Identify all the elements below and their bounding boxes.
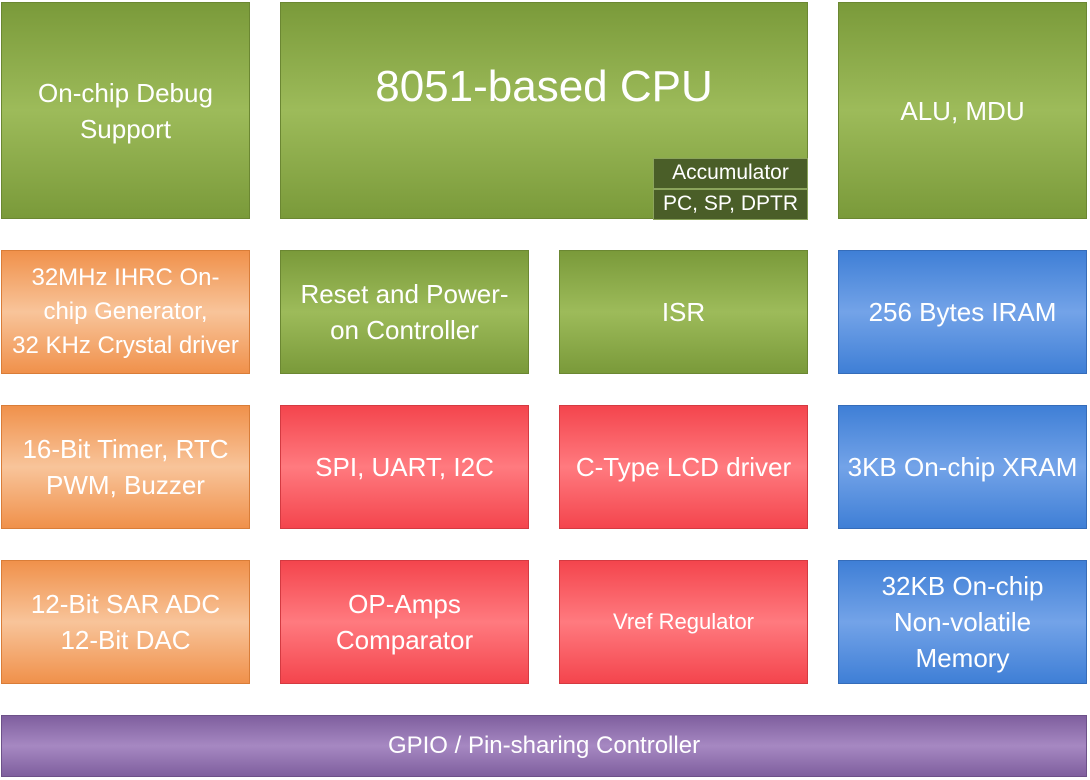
xram-block: 3KB On-chip XRAM bbox=[838, 405, 1087, 529]
adc-dac-block: 12-Bit SAR ADC 12-Bit DAC bbox=[1, 560, 250, 684]
accumulator-box: Accumulator bbox=[653, 158, 808, 189]
alu-mdu-block: ALU, MDU bbox=[838, 2, 1087, 219]
timer-line-2: PWM, Buzzer bbox=[46, 470, 205, 500]
nvm-block: 32KB On-chip Non-volatile Memory bbox=[838, 560, 1087, 684]
debug-support-label: On-chip Debug Support bbox=[38, 77, 213, 144]
nvm-line-3: Memory bbox=[915, 643, 1010, 673]
clock-line-2: chip Generator, bbox=[43, 298, 208, 325]
gpio-controller-block: GPIO / Pin-sharing Controller bbox=[1, 715, 1087, 777]
iram-label: 256 Bytes IRAM bbox=[868, 297, 1057, 327]
clock-generator-block: 32MHz IHRC On- chip Generator, 32 KHz Cr… bbox=[1, 250, 250, 374]
serial-interfaces-block: SPI, UART, I2C bbox=[280, 405, 529, 529]
clock-line-3: 32 KHz Crystal driver bbox=[12, 332, 239, 359]
registers-box: PC, SP, DPTR bbox=[653, 189, 808, 220]
nvm-line-1: 32KB On-chip bbox=[881, 571, 1044, 601]
lcd-driver-block: C-Type LCD driver bbox=[559, 405, 808, 529]
lcd-label: C-Type LCD driver bbox=[575, 452, 792, 482]
adc-line-2: 12-Bit DAC bbox=[60, 625, 191, 655]
alu-mdu-label: ALU, MDU bbox=[900, 95, 1025, 126]
xram-label: 3KB On-chip XRAM bbox=[847, 452, 1078, 482]
vref-regulator-block: Vref Regulator bbox=[559, 560, 808, 684]
iram-block: 256 Bytes IRAM bbox=[838, 250, 1087, 374]
isr-label: ISR bbox=[661, 297, 706, 327]
registers-label: PC, SP, DPTR bbox=[663, 192, 798, 215]
serial-label: SPI, UART, I2C bbox=[315, 452, 494, 482]
debug-support-block: On-chip Debug Support bbox=[1, 2, 250, 219]
opamp-comparator-block: OP-Amps Comparator bbox=[280, 560, 529, 684]
accumulator-label: Accumulator bbox=[672, 161, 789, 184]
reset-line-1: Reset and Power- bbox=[300, 279, 509, 309]
cpu-block: 8051-based CPU Accumulator PC, SP, DPTR bbox=[280, 2, 808, 220]
cpu-label: 8051-based CPU bbox=[375, 62, 713, 111]
timer-line-1: 16-Bit Timer, RTC bbox=[22, 434, 229, 464]
vref-label: Vref Regulator bbox=[612, 609, 755, 634]
opamp-line-1: OP-Amps bbox=[348, 589, 461, 619]
reset-power-controller-block: Reset and Power- on Controller bbox=[280, 250, 529, 374]
gpio-label: GPIO / Pin-sharing Controller bbox=[387, 732, 701, 759]
clock-line-1: 32MHz IHRC On- bbox=[31, 264, 220, 291]
timer-block: 16-Bit Timer, RTC PWM, Buzzer bbox=[1, 405, 250, 529]
isr-block: ISR bbox=[559, 250, 808, 374]
opamp-line-2: Comparator bbox=[335, 625, 474, 655]
reset-line-2: on Controller bbox=[330, 315, 479, 345]
nvm-line-2: Non-volatile bbox=[893, 607, 1032, 637]
adc-line-1: 12-Bit SAR ADC bbox=[30, 589, 221, 619]
